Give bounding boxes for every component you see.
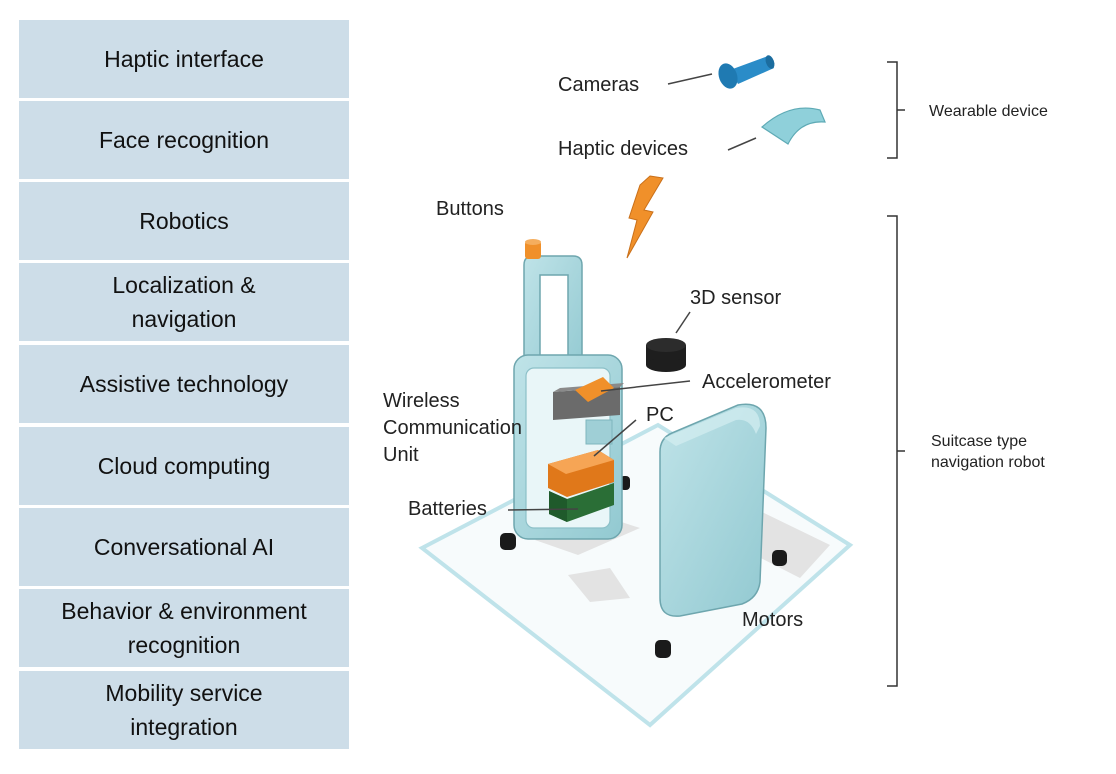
technology-box: Cloud computing (19, 427, 349, 505)
motors-label: Motors (742, 609, 803, 631)
wireless-unit-label-1: Wireless (383, 390, 460, 412)
accelerometer-icon (553, 377, 624, 420)
camera-icon (718, 55, 775, 89)
accelerometer-label: Accelerometer (702, 371, 831, 393)
technology-box: Localization & navigation (19, 263, 349, 341)
battery-icon (549, 483, 614, 522)
wheel-icon (500, 476, 787, 658)
technology-label: Face recognition (98, 127, 270, 153)
wearable-bracket (887, 61, 905, 159)
haptic-devices-label: Haptic devices (558, 138, 688, 160)
suitcase-robot-label-1: Suitcase type (931, 433, 1027, 450)
button-icon (525, 239, 541, 259)
wireless-signal-icon (626, 175, 664, 259)
technology-label: Robotics (139, 208, 229, 234)
technology-label: Conversational AI (93, 534, 275, 560)
batteries-label: Batteries (408, 498, 487, 520)
wearable-device-label: Wearable device (929, 103, 1048, 120)
technology-label: Behavior & environment recognition (61, 598, 307, 658)
suitcase-bracket (887, 215, 905, 687)
technology-label: Localization & navigation (112, 272, 256, 332)
haptic-device-icon (761, 107, 826, 145)
wireless-unit-label-3: Unit (383, 444, 419, 466)
technology-label: Cloud computing (97, 453, 271, 479)
technology-box: Haptic interface (19, 20, 349, 98)
suitcase-lid (659, 403, 767, 617)
wireless-unit-label-2: Communication (383, 417, 522, 439)
technology-box: Assistive technology (19, 345, 349, 423)
pc-label: PC (646, 404, 674, 426)
technology-box: Behavior & environment recognition (19, 589, 349, 667)
technology-box: Mobility service integration (19, 671, 349, 749)
technology-box: Conversational AI (19, 508, 349, 586)
leader-lines (507, 73, 757, 511)
floor-plane (418, 422, 854, 728)
buttons-label: Buttons (436, 198, 504, 220)
technology-label: Assistive technology (79, 371, 289, 397)
3d-sensor-label: 3D sensor (690, 287, 781, 309)
pc-icon (548, 450, 614, 497)
wireless-unit-icon (585, 419, 613, 445)
technology-label: Haptic interface (104, 46, 264, 72)
technology-label: Mobility service integration (105, 680, 263, 740)
technology-box: Face recognition (19, 101, 349, 179)
suitcase-robot-label-2: navigation robot (931, 454, 1045, 471)
3d-sensor-icon (646, 338, 686, 372)
technology-box: Robotics (19, 182, 349, 260)
cameras-label: Cameras (558, 74, 639, 96)
